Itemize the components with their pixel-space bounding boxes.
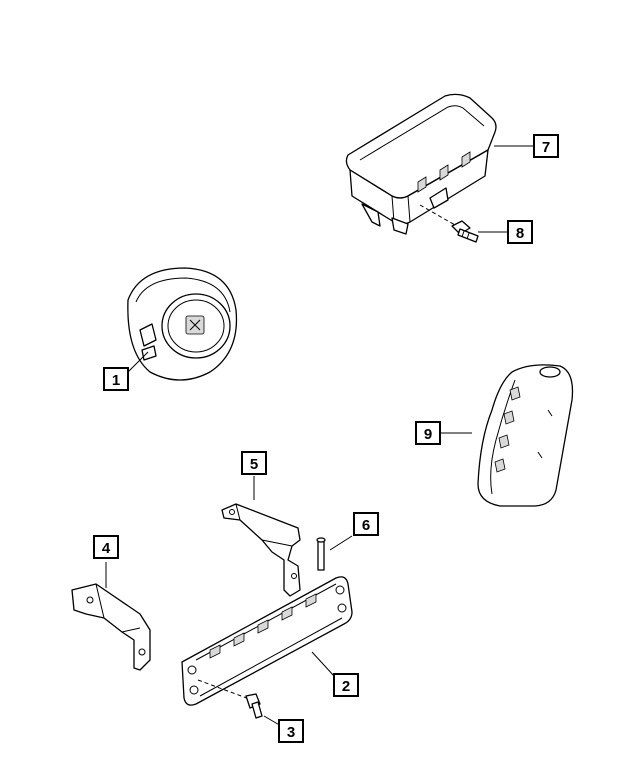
seat-airbag [477, 364, 574, 507]
upper-bracket [221, 503, 301, 597]
callout-label: 1 [112, 372, 120, 389]
passenger-airbag-bolt [451, 220, 479, 243]
passenger-airbag [345, 93, 497, 235]
callout-5: 5 [241, 451, 267, 475]
callout-8: 8 [507, 220, 533, 244]
callout-7: 7 [533, 134, 559, 158]
callout-label: 2 [342, 678, 350, 695]
callout-label: 5 [250, 456, 258, 473]
leader-2 [311, 651, 335, 677]
callout-1: 1 [103, 367, 129, 391]
callout-9: 9 [415, 421, 441, 445]
callout-label: 8 [516, 225, 524, 242]
leader-6 [329, 535, 353, 551]
left-bracket [71, 583, 151, 671]
callout-label: 3 [287, 724, 295, 741]
callout-label: 7 [542, 139, 550, 156]
callout-4: 4 [93, 535, 119, 559]
knee-airbag-stud [316, 537, 326, 571]
callout-6: 6 [353, 512, 379, 536]
steering-wheel-airbag [127, 267, 238, 381]
knee-airbag [181, 576, 353, 706]
callout-label: 9 [424, 426, 432, 443]
callout-label: 4 [102, 540, 111, 557]
leader-1 [127, 351, 149, 373]
callout-2: 2 [333, 673, 359, 697]
callout-3: 3 [278, 719, 304, 743]
knee-airbag-bolt [245, 693, 263, 719]
callout-label: 6 [362, 517, 370, 534]
